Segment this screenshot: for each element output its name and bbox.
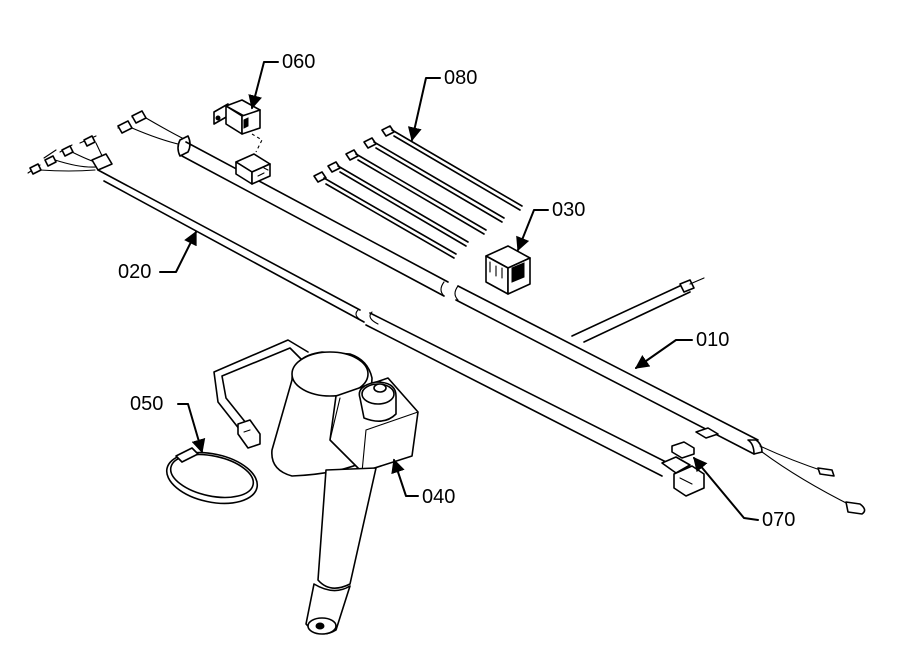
callout-080: 080 bbox=[444, 67, 477, 89]
callout-030: 030 bbox=[552, 199, 585, 221]
callout-labels: 060 080 030 020 010 050 040 070 bbox=[118, 51, 795, 531]
cable-tie bbox=[363, 137, 505, 223]
callout-leaders bbox=[159, 61, 759, 521]
callout-060: 060 bbox=[282, 51, 315, 73]
actuator-040 bbox=[213, 339, 419, 635]
harness-020-terminals bbox=[27, 135, 113, 175]
hose-clamp-050 bbox=[165, 447, 259, 505]
callout-040: 040 bbox=[422, 486, 455, 508]
callout-010: 010 bbox=[696, 329, 729, 351]
wire-harness-020 bbox=[27, 135, 705, 497]
rocker-switch-030 bbox=[485, 245, 531, 295]
callout-020: 020 bbox=[118, 261, 151, 283]
relay-060 bbox=[213, 99, 271, 185]
wire-harness-010 bbox=[117, 110, 866, 515]
cable-tie bbox=[345, 149, 487, 235]
cable-tie bbox=[327, 161, 469, 247]
cable-tie bbox=[381, 125, 523, 211]
callout-050: 050 bbox=[130, 393, 163, 415]
callout-070: 070 bbox=[762, 509, 795, 531]
cable-tie bbox=[313, 171, 457, 259]
cable-ties-080 bbox=[313, 125, 523, 259]
